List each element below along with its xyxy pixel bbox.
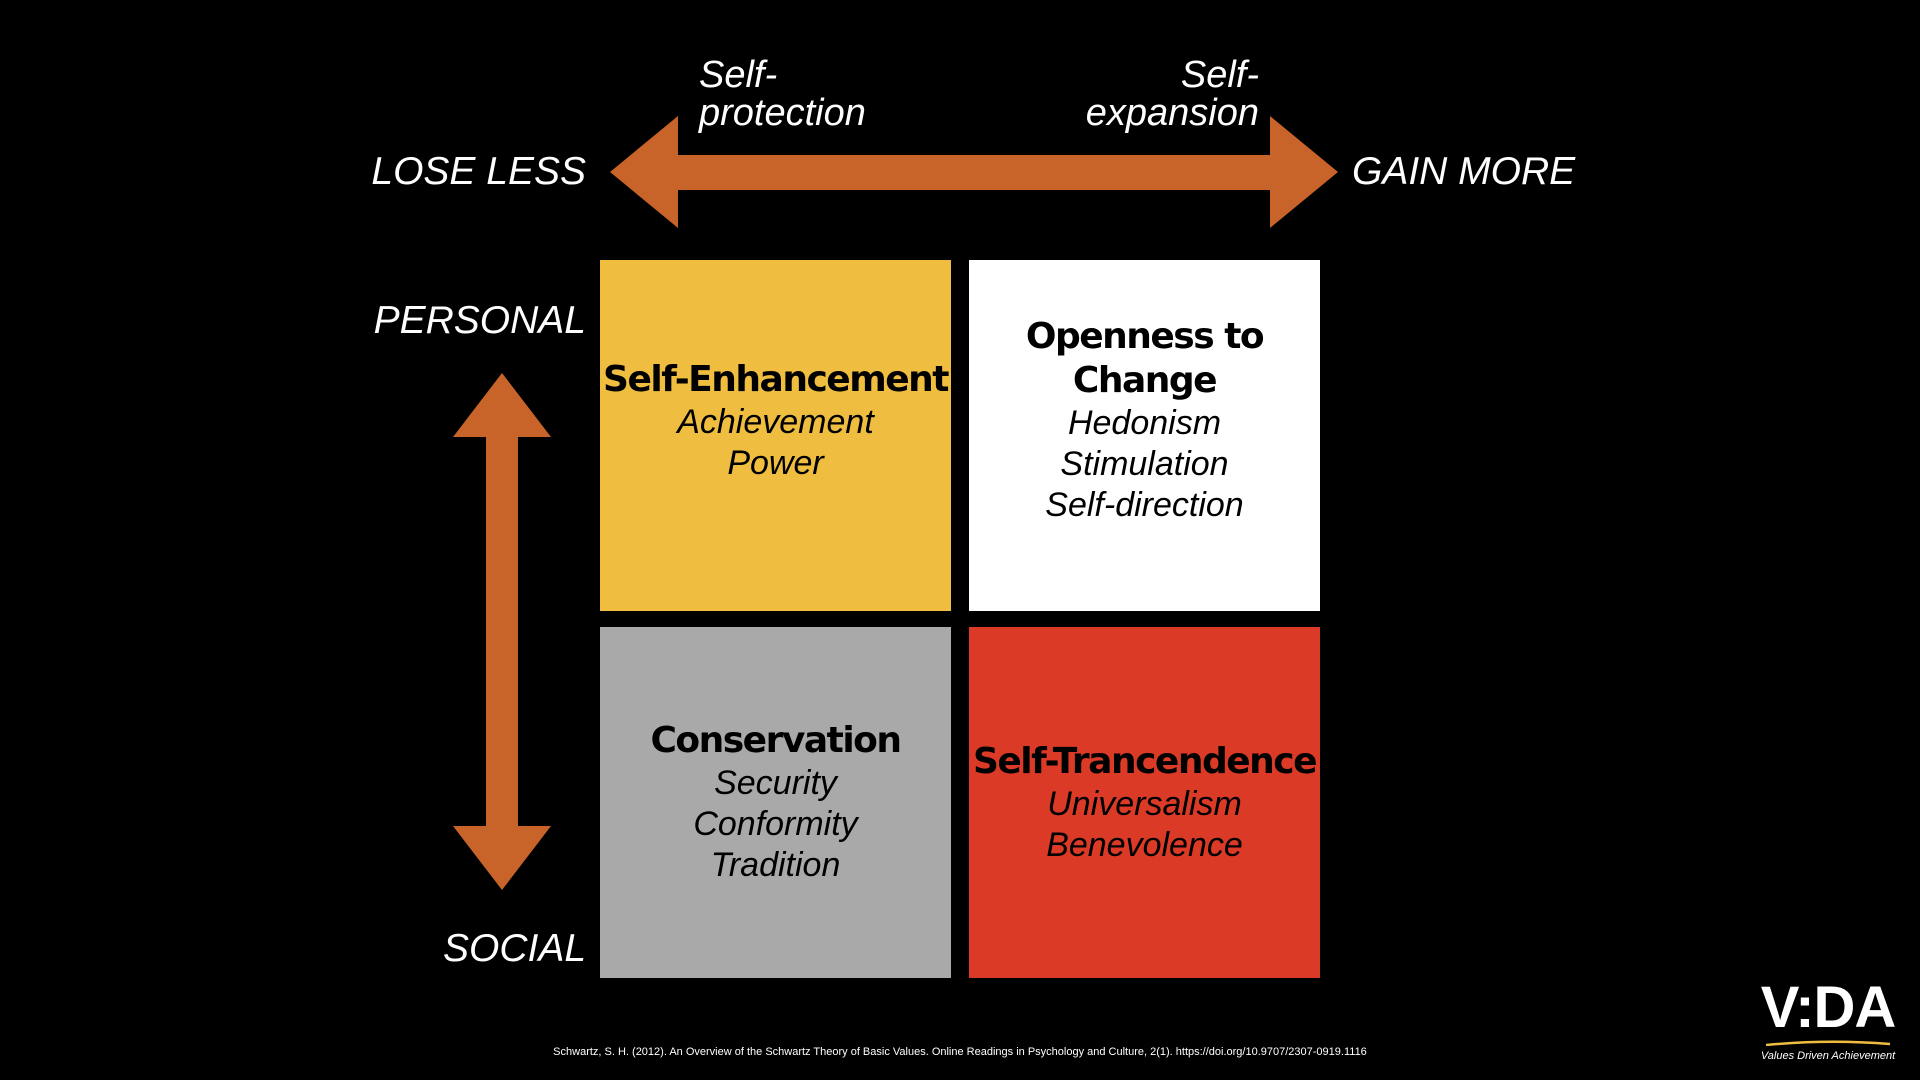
axis-label-social: SOCIAL — [443, 927, 587, 970]
quadrant-item: Conformity — [693, 805, 858, 843]
quadrant-item: Stimulation — [1060, 445, 1229, 483]
quadrant-self-enhancement: Self-Enhancement Achievement Power — [600, 260, 951, 611]
axis-label-lose-less: LOSE LESS — [371, 150, 586, 193]
citation: Schwartz, S. H. (2012). An Overview of t… — [553, 1046, 1367, 1058]
quadrant-item: Tradition — [710, 846, 841, 884]
quadrant-item: Hedonism — [1067, 404, 1222, 442]
quadrant-item: Self-direction — [1045, 486, 1244, 524]
quadrant-item: Universalism — [1047, 784, 1242, 823]
quadrant-conservation: Conservation Security Conformity Traditi… — [600, 627, 951, 978]
self-expansion-line2: expansion — [1085, 92, 1259, 134]
quadrant-item: Benevolence — [1046, 825, 1243, 864]
self-protection-line1: Self- — [699, 54, 778, 96]
self-protection-label: Self- protection — [699, 56, 866, 132]
quadrant-openness-to-change: Openness to Change Hedonism Stimulation … — [969, 260, 1320, 611]
quadrant-title: Self-Trancendence — [972, 740, 1318, 782]
quadrant-title: Openness to Change — [1025, 316, 1265, 401]
quadrant-item: Power — [727, 443, 824, 482]
quadrant-self-trancendence: Self-Trancendence Universalism Benevolen… — [969, 627, 1320, 978]
self-protection-line2: protection — [699, 92, 866, 134]
vertical-double-arrow-icon — [453, 373, 551, 890]
quadrant-item: Security — [714, 764, 837, 802]
quadrant-item: Achievement — [677, 402, 874, 441]
logo-swoosh-icon — [1766, 1040, 1890, 1046]
logo-tagline: Values Driven Achievement — [1760, 1050, 1896, 1062]
quadrant-title: Self-Enhancement — [603, 358, 949, 400]
self-expansion-label: Self- expansion — [1086, 56, 1259, 132]
self-expansion-line1: Self- — [1180, 54, 1259, 96]
logo-wordmark: V:DA — [1760, 975, 1897, 1040]
quadrant-title: Conservation — [650, 720, 902, 761]
axis-label-gain-more: GAIN MORE — [1352, 150, 1576, 193]
vida-logo: V:DA Values Driven Achievement — [1758, 975, 1898, 1063]
axis-label-personal: PERSONAL — [373, 299, 586, 342]
